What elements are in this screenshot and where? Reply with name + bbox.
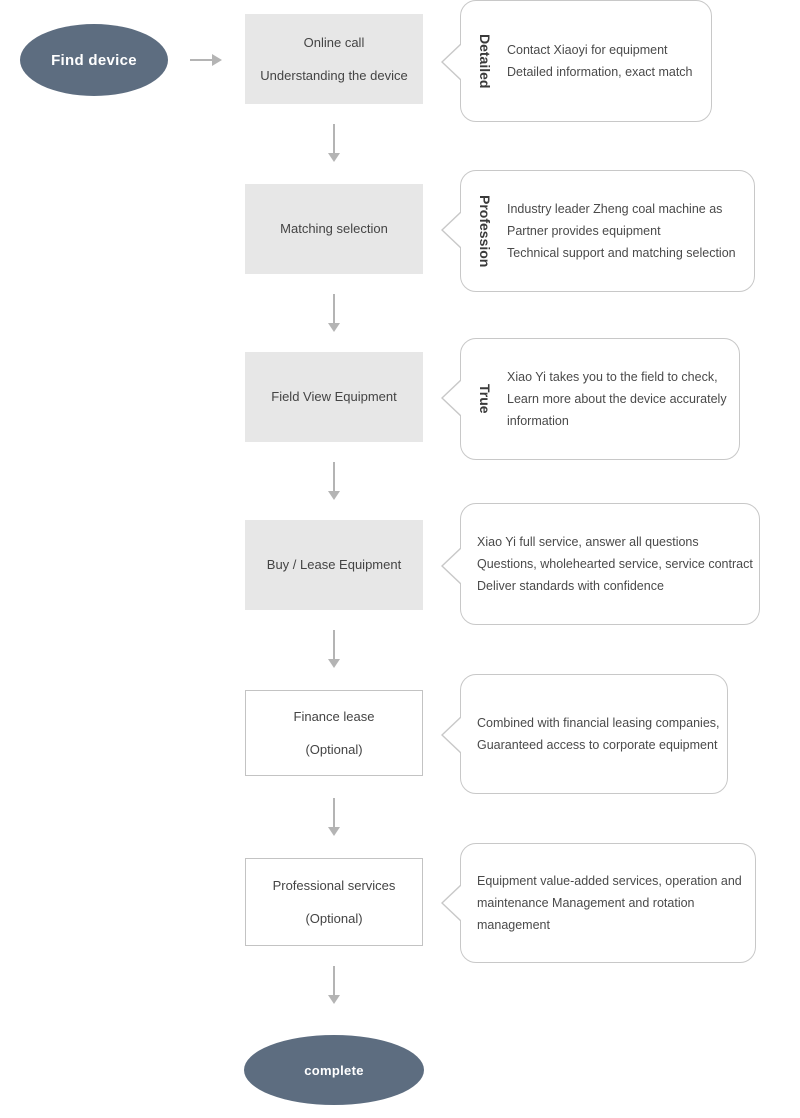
- arrow-head: [328, 323, 340, 332]
- callout-text-line: Equipment value-added services, operatio…: [477, 873, 742, 888]
- callout-text-line: Questions, wholehearted service, service…: [477, 556, 753, 571]
- process-box-line: Online call: [303, 34, 365, 50]
- arrow-step-1-to-step-2: [328, 124, 340, 162]
- callout-vertical-label: Detailed: [477, 33, 493, 89]
- process-box-buy-lease-equipment[interactable]: Buy / Lease Equipment: [245, 520, 423, 610]
- callout-tail-inner: [443, 44, 462, 80]
- callout-body: Detailed Contact Xiaoyi for equipment De…: [461, 34, 711, 88]
- process-box-line: Finance lease: [293, 708, 375, 724]
- arrow-shaft: [333, 124, 335, 153]
- start-terminator[interactable]: Find device: [20, 24, 168, 96]
- arrow-shaft: [190, 59, 214, 61]
- arrow-head: [328, 491, 340, 500]
- process-box-professional-services[interactable]: Professional services (Optional): [245, 858, 423, 946]
- callout-text: Industry leader Zheng coal machine as Pa…: [507, 198, 736, 265]
- callout-tail-inner: [443, 380, 462, 416]
- callout-tail-inner: [443, 885, 462, 921]
- arrow-shaft: [333, 966, 335, 995]
- callout-field-view-equipment[interactable]: True Xiao Yi takes you to the field to c…: [441, 338, 740, 460]
- callout-text: Combined with financial leasing companie…: [477, 712, 720, 757]
- callout-vertical-label: True: [477, 384, 493, 414]
- callout-vertical-label: Profession: [477, 194, 493, 268]
- callout-body: Profession Industry leader Zheng coal ma…: [461, 195, 754, 267]
- arrow-step-5-to-step-6: [328, 798, 340, 836]
- callout-text-line: Learn more about the device accurately: [507, 391, 727, 406]
- process-box-line: Matching selection: [280, 221, 388, 237]
- callout-body: True Xiao Yi takes you to the field to c…: [461, 366, 739, 433]
- callout-text-line: Industry leader Zheng coal machine as: [507, 201, 723, 216]
- callout-finance-lease[interactable]: Combined with financial leasing companie…: [441, 674, 728, 794]
- callout-tail-inner: [443, 548, 462, 584]
- process-box-field-view-equipment[interactable]: Field View Equipment: [245, 352, 423, 442]
- arrow-head: [212, 54, 222, 66]
- arrow-step-4-to-step-5: [328, 630, 340, 668]
- arrow-shaft: [333, 798, 335, 827]
- callout-text-line: Technical support and matching selection: [507, 246, 736, 261]
- callout-text-line: Xiao Yi full service, answer all questio…: [477, 534, 699, 549]
- end-terminator[interactable]: complete: [244, 1035, 424, 1105]
- arrow-head: [328, 995, 340, 1004]
- process-box-line: Understanding the device: [260, 68, 408, 83]
- callout-text-line: Deliver standards with confidence: [477, 579, 664, 594]
- callout-text-line: management: [477, 918, 550, 933]
- callout-body: Combined with financial leasing companie…: [461, 712, 727, 757]
- callout-buy-lease-equipment[interactable]: Xiao Yi full service, answer all questio…: [441, 503, 760, 625]
- arrow-head: [328, 659, 340, 668]
- process-box-line: (Optional): [305, 911, 363, 926]
- callout-text: Contact Xiaoyi for equipment Detailed in…: [507, 39, 693, 84]
- callout-text-line: Combined with financial leasing companie…: [477, 715, 720, 730]
- callout-text: Xiao Yi full service, answer all questio…: [477, 531, 753, 598]
- callout-body: Equipment value-added services, operatio…: [461, 870, 755, 937]
- start-terminator-label: Find device: [51, 51, 137, 69]
- callout-text-line: information: [507, 414, 569, 429]
- callout-tail-inner: [443, 717, 462, 753]
- callout-matching-selection[interactable]: Profession Industry leader Zheng coal ma…: [441, 170, 755, 292]
- process-box-line: Buy / Lease Equipment: [266, 557, 402, 573]
- arrow-step-2-to-step-3: [328, 294, 340, 332]
- callout-text-line: Partner provides equipment: [507, 223, 661, 238]
- callout-online-call[interactable]: Detailed Contact Xiaoyi for equipment De…: [441, 0, 712, 122]
- callout-text-line: maintenance Management and rotation: [477, 895, 695, 910]
- arrow-shaft: [333, 462, 335, 491]
- arrow-head: [328, 153, 340, 162]
- process-box-line: (Optional): [305, 742, 363, 757]
- arrow-head: [328, 827, 340, 836]
- callout-text-line: Detailed information, exact match: [507, 65, 693, 79]
- callout-text: Equipment value-added services, operatio…: [477, 870, 742, 937]
- callout-tail-inner: [443, 212, 462, 248]
- callout-text: Xiao Yi takes you to the field to check,…: [507, 366, 727, 433]
- end-terminator-label: complete: [304, 1062, 364, 1078]
- process-box-line: Professional services: [272, 877, 396, 893]
- callout-text-line: Xiao Yi takes you to the field to check,: [507, 369, 718, 384]
- process-box-finance-lease[interactable]: Finance lease (Optional): [245, 690, 423, 776]
- callout-professional-services[interactable]: Equipment value-added services, operatio…: [441, 843, 756, 963]
- callout-text-line: Contact Xiaoyi for equipment: [507, 42, 668, 57]
- arrow-start-to-step-1: [190, 54, 224, 66]
- arrow-shaft: [333, 630, 335, 659]
- callout-text-line: Guaranteed access to corporate equipment: [477, 738, 718, 752]
- process-box-online-call[interactable]: Online call Understanding the device: [245, 14, 423, 104]
- process-box-line: Field View Equipment: [271, 389, 397, 405]
- process-box-matching-selection[interactable]: Matching selection: [245, 184, 423, 274]
- arrow-shaft: [333, 294, 335, 323]
- arrow-step-6-to-end: [328, 966, 340, 1004]
- callout-body: Xiao Yi full service, answer all questio…: [461, 531, 759, 598]
- arrow-step-3-to-step-4: [328, 462, 340, 500]
